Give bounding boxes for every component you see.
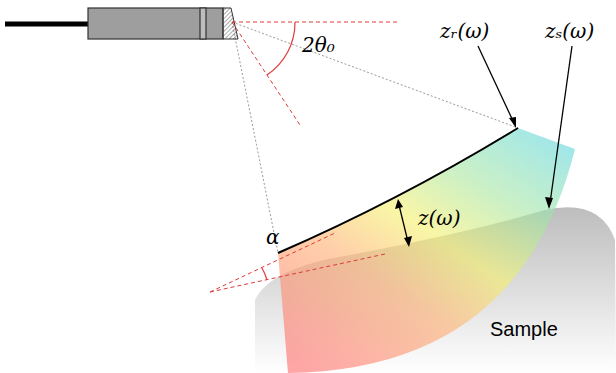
grating	[223, 8, 238, 39]
probe-rod	[5, 22, 90, 27]
angle-line	[232, 22, 400, 23]
reference-surface	[278, 128, 518, 253]
arrowhead	[545, 197, 553, 209]
angle-label: 2θ₀	[302, 34, 335, 56]
angle-arc	[262, 268, 267, 280]
angle-arc	[267, 22, 295, 75]
angle-line	[232, 22, 300, 125]
distance-arrow	[399, 205, 408, 242]
arrowhead	[395, 199, 403, 209]
tangent-line	[210, 254, 385, 292]
spectral-band	[278, 128, 575, 373]
reference-label: zᵣ(ω)	[440, 20, 489, 42]
fan-ray	[232, 22, 278, 253]
arrowhead	[509, 117, 516, 128]
probe-ring	[200, 8, 206, 39]
distance-label: z(ω)	[418, 207, 460, 229]
leader-line	[550, 46, 572, 203]
probe-body	[88, 8, 223, 39]
surface-label: zₛ(ω)	[545, 20, 594, 42]
sample-label: Sample	[490, 318, 558, 340]
arrowhead	[404, 236, 412, 247]
leader-line	[478, 46, 514, 123]
tilt-label: α	[266, 226, 280, 248]
